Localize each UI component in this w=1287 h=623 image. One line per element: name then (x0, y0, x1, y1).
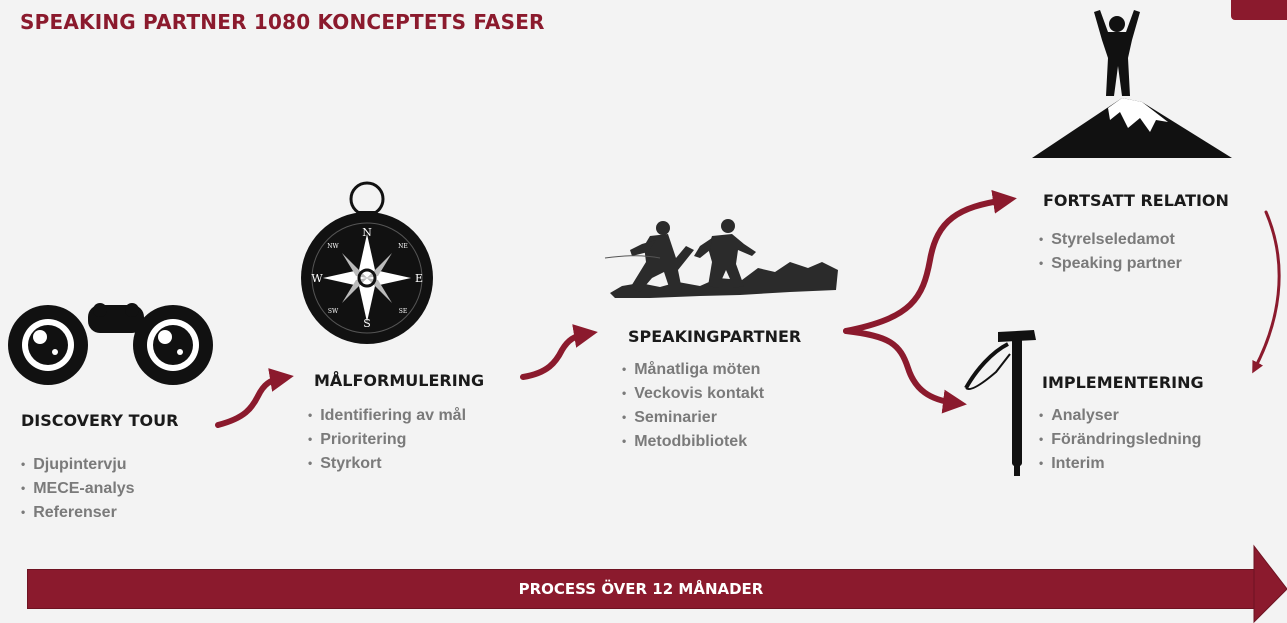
list-item: Veckovis kontakt (622, 382, 764, 406)
list-item: Referenser (21, 501, 135, 525)
phase-title-speakingpartner: SPEAKINGPARTNER (628, 327, 802, 346)
process-label: PROCESS ÖVER 12 MÅNADER (518, 580, 764, 598)
bullets-implementering: Analyser Förändringsledning Interim (1039, 404, 1201, 476)
compass-s: S (363, 317, 371, 330)
corner-tab (1231, 0, 1287, 20)
compass-ne: NE (398, 243, 408, 250)
phase-title-discovery: DISCOVERY TOUR (21, 411, 179, 430)
compass-e: E (415, 272, 423, 285)
list-item: Identifiering av mål (308, 404, 466, 428)
compass-icon: N S E W NE NW SE SW (301, 181, 433, 344)
compass-w: W (311, 272, 323, 285)
list-item: Speaking partner (1039, 252, 1182, 276)
list-item: Seminarier (622, 406, 764, 430)
arrow-speaking-to-implementering (843, 328, 967, 414)
list-item: Metodbibliotek (622, 430, 764, 454)
bullets-fortsatt-relation: Styrelseledamot Speaking partner (1039, 228, 1182, 276)
list-item: Styrelseledamot (1039, 228, 1182, 252)
compass-sw: SW (328, 308, 339, 315)
bullets-speakingpartner: Månatliga möten Veckovis kontakt Seminar… (622, 358, 764, 454)
list-item: Analyser (1039, 404, 1201, 428)
phase-title-malformulering: MÅLFORMULERING (314, 371, 485, 390)
phase-title-implementering: IMPLEMENTERING (1042, 373, 1204, 392)
list-item: Styrkort (308, 452, 466, 476)
ice-axe-icon (964, 330, 1036, 476)
list-item: MECE-analys (21, 477, 134, 501)
summit-icon (1032, 10, 1232, 158)
compass-nw: NW (327, 243, 339, 250)
compass-n: N (362, 226, 372, 239)
flow-arrows (215, 189, 1281, 428)
climbers-icon (604, 219, 838, 298)
arrow-fortsatt-to-implementering (1252, 210, 1281, 374)
list-item: Månatliga möten (622, 358, 764, 382)
arrow-discovery-to-mal (215, 368, 294, 428)
arrow-speaking-to-fortsatt (843, 189, 1017, 334)
bullets-malformulering: Identifiering av mål Prioritering Styrko… (308, 404, 466, 476)
list-item: Förändringsledning (1039, 428, 1201, 452)
list-item: Interim (1039, 452, 1201, 476)
compass-se: SE (399, 308, 408, 315)
list-item: Prioritering (308, 428, 466, 452)
list-item: Djupintervju (21, 453, 135, 477)
process-banner (27, 569, 1255, 609)
binoculars-icon (8, 303, 213, 385)
bullets-discovery: Djupintervju MECE-analys Referenser (21, 453, 135, 525)
arrow-mal-to-speaking (520, 324, 598, 380)
phase-title-fortsatt-relation: FORTSATT RELATION (1043, 191, 1229, 210)
page-title: SPEAKING PARTNER 1080 KONCEPTETS FASER (20, 10, 545, 34)
